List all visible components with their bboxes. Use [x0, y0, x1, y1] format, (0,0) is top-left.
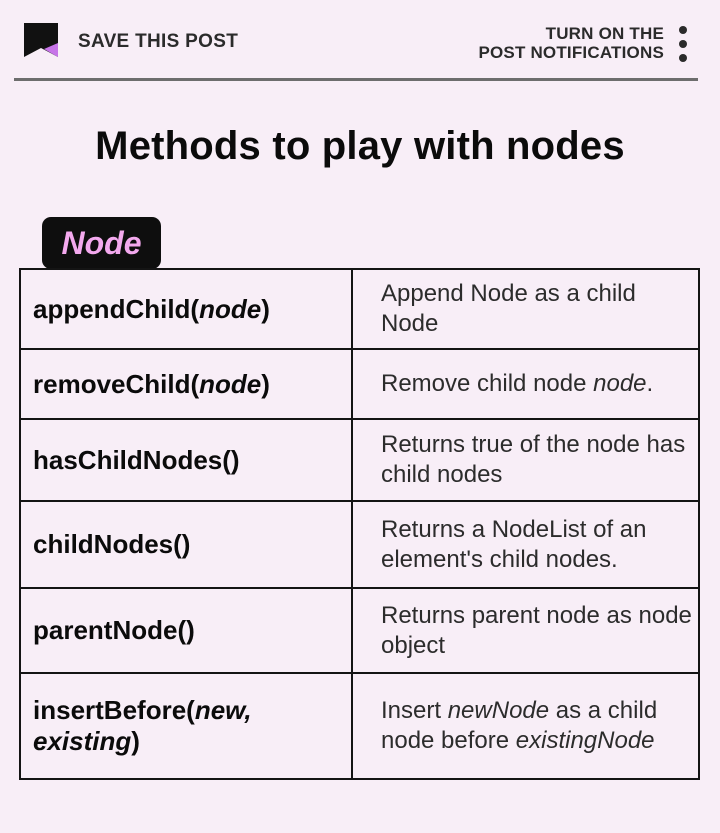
post-notifications-button[interactable]: TURN ON THE POST NOTIFICATIONS — [478, 24, 664, 62]
notif-line-2: POST NOTIFICATIONS — [478, 43, 664, 62]
description-cell: Returns parent node as node object — [351, 587, 700, 674]
header-divider — [14, 78, 698, 81]
save-post-button[interactable]: SAVE THIS POST — [78, 31, 239, 52]
table-row: removeChild(node) Remove child node node… — [19, 348, 700, 420]
table-row: childNodes() Returns a NodeList of an el… — [19, 500, 700, 589]
description-cell: Returns a NodeList of an element's child… — [351, 500, 700, 589]
description-cell: Returns true of the node has child nodes — [351, 418, 700, 502]
table-row: insertBefore(new, existing) Insert newNo… — [19, 672, 700, 780]
method-cell: hasChildNodes() — [19, 418, 353, 502]
description-cell: Remove child node node. — [351, 348, 700, 420]
more-options-icon[interactable] — [676, 26, 690, 62]
methods-table: appendChild(node) Append Node as a child… — [19, 268, 700, 780]
method-cell: appendChild(node) — [19, 268, 353, 350]
table-row: parentNode() Returns parent node as node… — [19, 587, 700, 674]
method-cell: childNodes() — [19, 500, 353, 589]
description-cell: Insert newNode as a child node before ex… — [351, 672, 700, 780]
node-badge-label: Node — [61, 225, 142, 261]
method-cell: insertBefore(new, existing) — [19, 672, 353, 780]
page-title: Methods to play with nodes — [95, 124, 625, 168]
method-cell: removeChild(node) — [19, 348, 353, 420]
method-cell: parentNode() — [19, 587, 353, 674]
description-cell: Append Node as a child Node — [351, 268, 700, 350]
table-row: appendChild(node) Append Node as a child… — [19, 268, 700, 350]
logo-icon — [22, 21, 60, 59]
table-row: hasChildNodes() Returns true of the node… — [19, 418, 700, 502]
notif-line-1: TURN ON THE — [545, 24, 664, 43]
node-badge: Node — [42, 217, 161, 269]
top-bar: SAVE THIS POST TURN ON THE POST NOTIFICA… — [0, 0, 720, 80]
